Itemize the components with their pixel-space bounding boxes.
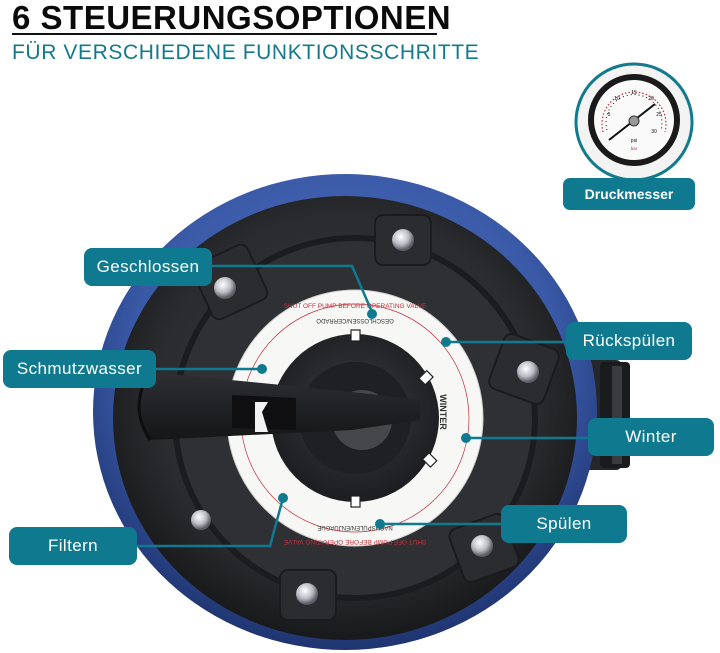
svg-text:5: 5 (608, 112, 611, 118)
pressure-gauge-icon: 15 10 20 5 25 30 psi bar (574, 62, 694, 182)
svg-text:30: 30 (651, 129, 657, 135)
callout-winter: Winter (588, 418, 714, 456)
svg-text:20: 20 (648, 96, 654, 102)
callout-geschlossen: Geschlossen (84, 248, 212, 286)
svg-text:WINTER: WINTER (438, 394, 448, 430)
callout-rueckspuelen: Rückspülen (566, 322, 692, 360)
callout-filtern: Filtern (9, 527, 137, 565)
page-subtitle: FÜR VERSCHIEDENE FUNKTIONSSCHRITTE (12, 41, 480, 64)
svg-text:25: 25 (656, 112, 662, 118)
callout-schmutzwasser: Schmutzwasser (3, 350, 156, 388)
pressure-gauge-inset: 15 10 20 5 25 30 psi bar (559, 60, 709, 210)
dial-warning-top: SHUT OFF PUMP BEFORE OPERATING VALVE (284, 303, 427, 310)
valve-handle (137, 371, 420, 441)
svg-text:NACHSPÜLEN/ENJUAGUE: NACHSPÜLEN/ENJUAGUE (317, 524, 392, 531)
callout-spuelen: Spülen (501, 505, 627, 543)
gauge-label: Druckmesser (563, 178, 695, 210)
svg-text:GESCHLOSSEN/CERRADO: GESCHLOSSEN/CERRADO (316, 317, 394, 323)
page-title: 6 STEUERUNGSOPTIONEN (12, 0, 452, 36)
svg-text:SHUT OFF PUMP BEFORE OPERATING: SHUT OFF PUMP BEFORE OPERATING VALVE (283, 538, 426, 545)
svg-text:15: 15 (631, 90, 637, 96)
svg-text:10: 10 (614, 96, 620, 102)
svg-text:psi: psi (631, 138, 637, 144)
svg-text:bar: bar (631, 146, 638, 151)
title-underline (12, 33, 437, 35)
